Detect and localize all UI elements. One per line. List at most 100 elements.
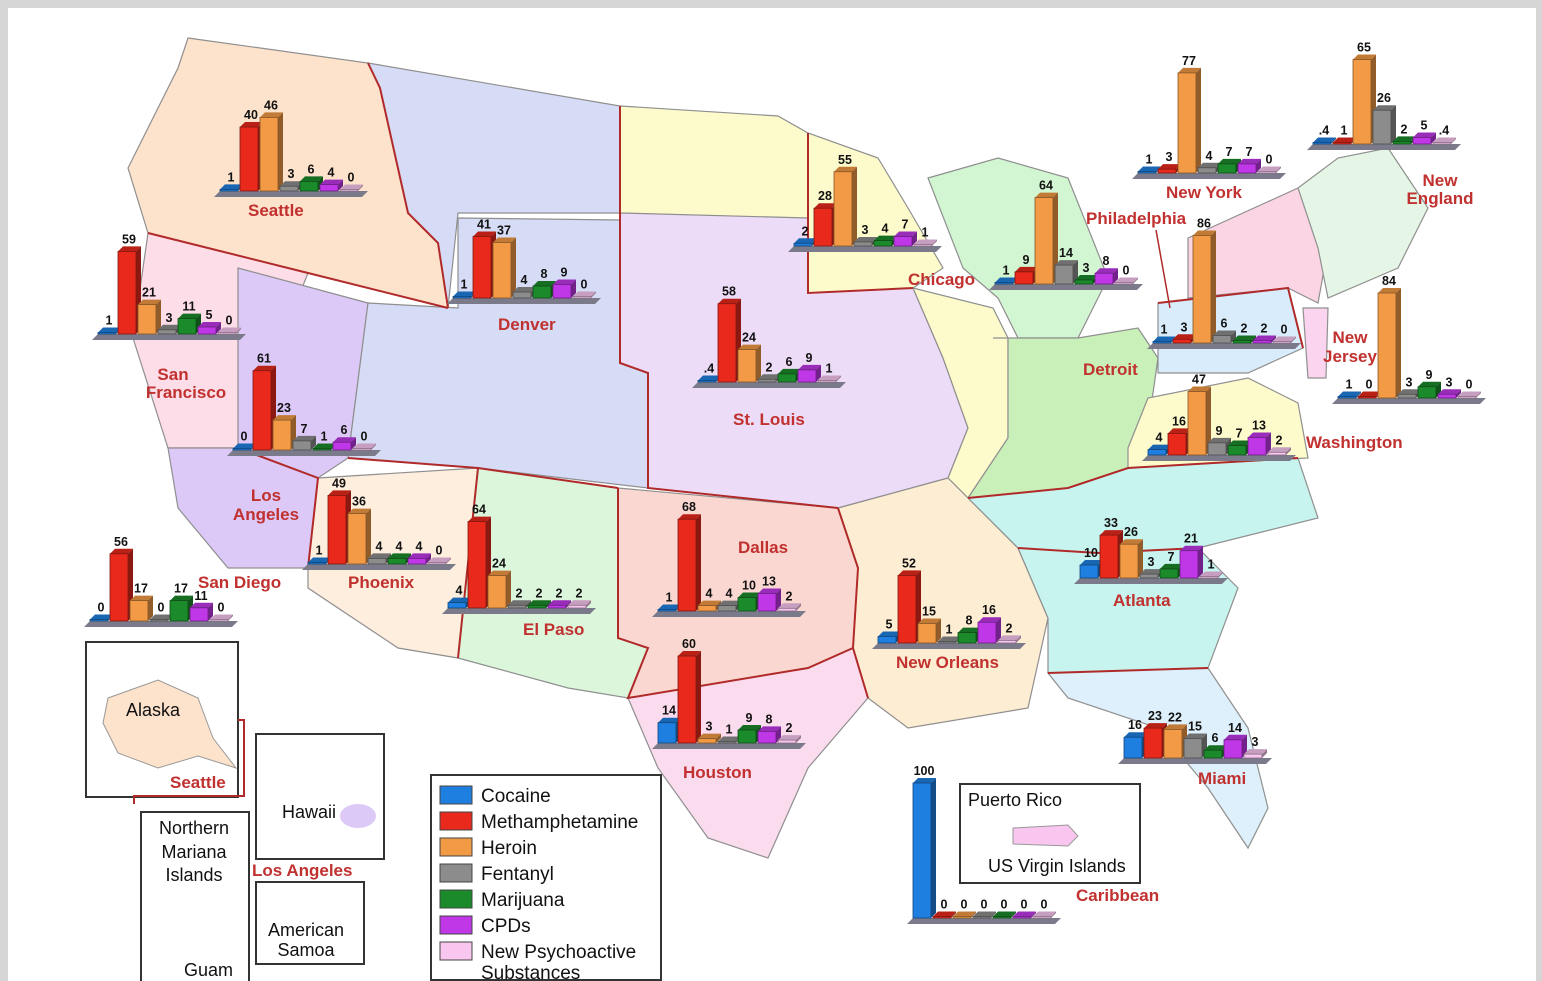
bar-atlanta-new-psychoactive-substances-top — [1200, 571, 1223, 577]
legend-item-fentanyl: Fentanyl — [439, 863, 554, 885]
value-label-phoenix-cocaine: 1 — [316, 544, 323, 558]
value-label-seattle-marijuana: 6 — [308, 162, 315, 176]
inset-american-samoa-line1: American — [268, 920, 344, 940]
bar-new-england-methamphetamine — [1332, 142, 1352, 145]
value-label-st-louis-fentanyl: 2 — [766, 360, 773, 374]
value-label-new-jersey-cpds: 3 — [1446, 375, 1453, 389]
chart-platform — [989, 284, 1143, 290]
bar-st-louis-cocaine-top — [698, 375, 721, 381]
bar-denver-methamphetamine-top — [473, 231, 496, 237]
bar-new-england-cpds-top — [1413, 132, 1436, 138]
bar-dallas-new-psychoactive-substances-top — [778, 603, 801, 609]
bar-el-paso-methamphetamine-top — [468, 516, 491, 522]
bar-el-paso-cpds-side — [566, 600, 571, 608]
bar-phoenix-new-psychoactive-substances — [427, 562, 447, 565]
bar-dallas-methamphetamine-side — [696, 514, 701, 611]
bar-atlanta-cocaine-top — [1080, 560, 1103, 565]
bar-los-angeles-fentanyl-side — [311, 435, 316, 450]
bar-dallas-fentanyl — [717, 605, 737, 612]
bar-houston-fentanyl — [717, 741, 737, 744]
puerto-rico-shape — [1012, 824, 1079, 847]
bar-washington-methamphetamine — [1167, 432, 1187, 456]
bar-atlanta-cpds — [1179, 550, 1199, 579]
bar-new-york-cpds-side — [1256, 158, 1261, 173]
value-label-new-york-new-psychoactive-substances: 0 — [1266, 153, 1273, 167]
region-label-caribbean: Caribbean — [1076, 886, 1159, 905]
value-label-philadelphia-fentanyl: 6 — [1221, 317, 1228, 331]
value-label-miami-marijuana: 6 — [1212, 731, 1219, 745]
bar-miami-cpds-top — [1224, 734, 1247, 740]
bar-caribbean-cocaine-side — [931, 778, 936, 918]
value-label-detroit-cpds: 8 — [1103, 254, 1110, 268]
value-label-caribbean-cocaine: 100 — [914, 764, 935, 778]
value-label-caribbean-marijuana: 0 — [1001, 898, 1008, 912]
chart-platform — [1132, 173, 1286, 179]
bar-phoenix-cpds-side — [426, 553, 431, 564]
bar-phoenix-new-psychoactive-substances-side — [446, 557, 451, 564]
value-label-new-orleans-cpds: 16 — [982, 603, 996, 617]
value-label-houston-cpds: 8 — [766, 712, 773, 726]
bar-philadelphia-cpds-side — [1271, 335, 1276, 343]
chart-platform — [214, 191, 368, 197]
bar-miami-new-psychoactive-substances-top — [1244, 749, 1267, 755]
bar-miami-heroin — [1163, 729, 1183, 759]
bar-new-york-new-psychoactive-substances-top — [1258, 166, 1281, 172]
inset-guam-label: Guam — [184, 960, 233, 980]
value-label-washington-heroin: 47 — [1192, 373, 1206, 387]
value-label-denver-new-psychoactive-substances: 0 — [581, 278, 588, 292]
bar-atlanta-cpds-side — [1198, 545, 1203, 578]
value-label-new-england-heroin: 65 — [1357, 41, 1371, 55]
bar-atlanta-cpds-top — [1180, 545, 1203, 551]
bar-new-york-heroin-top — [1178, 67, 1201, 73]
value-label-philadelphia-new-psychoactive-substances: 0 — [1281, 323, 1288, 337]
bar-los-angeles-fentanyl — [292, 440, 312, 451]
chart-platform — [1332, 398, 1486, 404]
bar-los-angeles-marijuana-top — [313, 443, 336, 449]
inset-american-samoa: American Samoa — [255, 881, 365, 965]
region-label-los-angeles-line2: Angeles — [233, 505, 299, 524]
value-label-san-francisco-cocaine: 1 — [106, 314, 113, 328]
bar-new-jersey-new-psychoactive-substances-side — [1476, 391, 1481, 398]
bar-caribbean-methamphetamine — [932, 916, 952, 919]
bar-detroit-cpds-side — [1113, 268, 1118, 284]
value-label-dallas-cpds: 13 — [762, 574, 776, 588]
bar-dallas-methamphetamine — [677, 518, 697, 612]
chart-platform — [1147, 343, 1301, 349]
bar-el-paso-heroin-top — [488, 570, 511, 576]
bar-denver-fentanyl — [512, 291, 532, 299]
bar-new-jersey-cocaine — [1337, 396, 1357, 399]
bar-washington-new-psychoactive-substances-side — [1286, 447, 1291, 455]
value-label-san-francisco-methamphetamine: 59 — [122, 232, 136, 246]
bar-los-angeles-fentanyl-top — [293, 435, 316, 441]
bar-new-orleans-fentanyl — [937, 641, 957, 644]
bar-san-francisco-cocaine-top — [98, 327, 121, 333]
value-label-new-jersey-cocaine: 1 — [1346, 378, 1353, 392]
bar-washington-heroin-side — [1206, 386, 1211, 455]
bar-new-jersey-cpds — [1437, 393, 1457, 399]
bar-atlanta-cocaine — [1079, 564, 1099, 579]
value-label-houston-marijuana: 9 — [746, 711, 753, 725]
bar-dallas-cpds — [757, 593, 777, 612]
bar-detroit-methamphetamine — [1014, 271, 1034, 285]
value-label-el-paso-methamphetamine: 64 — [472, 503, 486, 517]
bar-san-francisco-fentanyl — [157, 329, 177, 335]
bar-san-diego-new-psychoactive-substances — [209, 619, 229, 622]
bar-new-england-fentanyl — [1372, 109, 1392, 145]
bar-washington-fentanyl — [1207, 442, 1227, 456]
bar-new-england-cocaine-side — [1331, 137, 1336, 144]
value-label-detroit-heroin: 64 — [1039, 179, 1053, 193]
chart-platform — [92, 334, 246, 340]
bar-new-england-heroin — [1352, 59, 1372, 145]
chart-platform — [652, 611, 806, 617]
region-label-miami: Miami — [1198, 769, 1246, 788]
legend-label: New Psychoactive — [481, 942, 636, 963]
bar-phoenix-fentanyl — [367, 558, 387, 565]
drug-threat-map: Seattle San Francisco Los Angeles San Di… — [84, 37, 1486, 981]
value-label-denver-heroin: 37 — [497, 224, 511, 238]
value-label-new-york-marijuana: 7 — [1226, 145, 1233, 159]
bar-new-england-heroin-top — [1353, 54, 1376, 60]
bar-chicago-new-psychoactive-substances-top — [914, 239, 937, 245]
